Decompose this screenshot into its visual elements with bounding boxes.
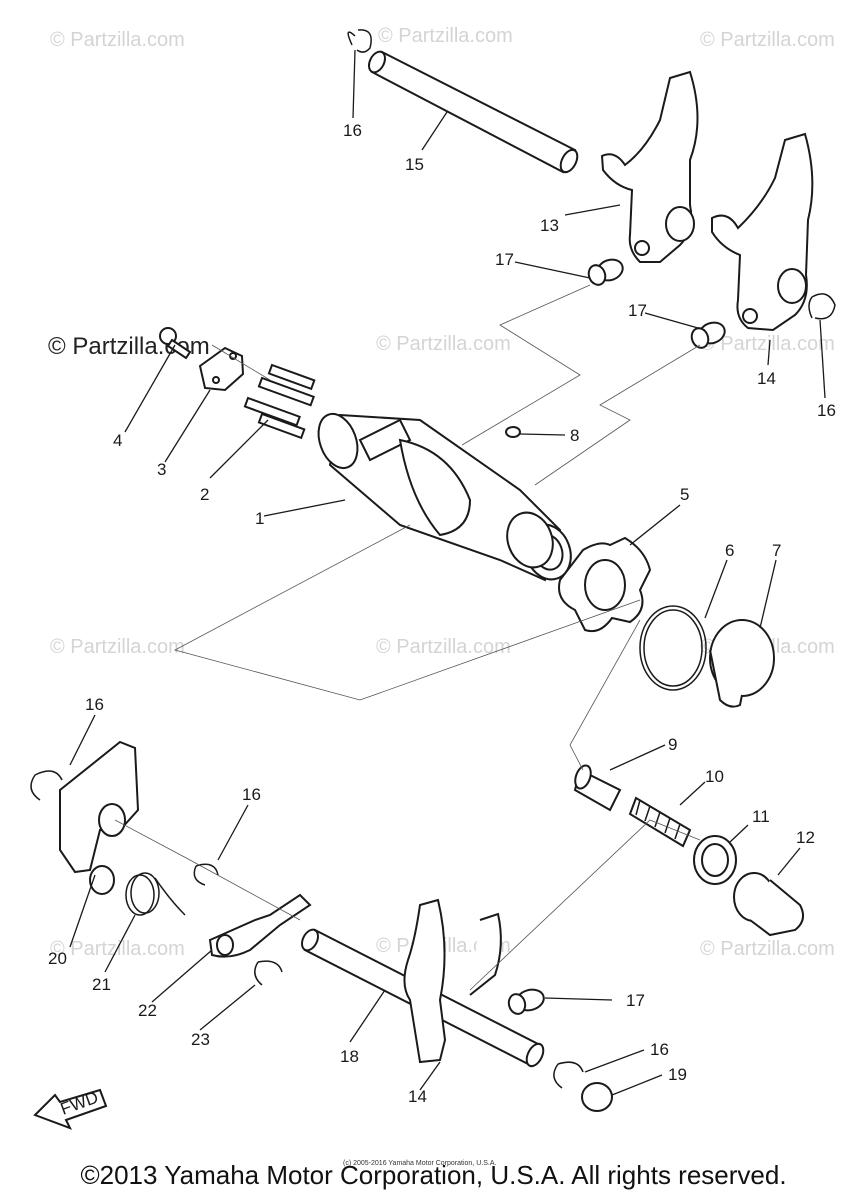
callout-labels: 1 2 3 4 5 6 7 8 9 10 11 12 13 14 14 15 1… [48,121,836,1106]
callout-7: 7 [772,541,781,560]
spring-10 [628,796,692,848]
callout-17: 17 [628,301,647,320]
spring-21 [125,872,186,916]
callout-20: 20 [48,949,67,968]
callout-15: 15 [405,155,424,174]
callout-16: 16 [242,785,261,804]
watermark: © Partzilla.com [50,29,185,51]
callout-14: 14 [757,369,776,388]
cap-7 [709,619,775,708]
plate-22 [208,893,312,958]
callout-14: 14 [408,1087,427,1106]
callout-16: 16 [343,121,362,140]
watermark: © Partzilla.com [376,333,511,355]
circlip [30,770,63,801]
circlip [347,29,372,53]
callout-10: 10 [705,767,724,786]
callout-22: 22 [138,1001,157,1020]
callout-19: 19 [668,1065,687,1084]
circlip [553,1061,584,1089]
circlip [808,293,836,320]
callout-23: 23 [191,1030,210,1049]
watermark: © Partzilla.com [700,938,835,960]
assembly-lines [114,284,701,991]
pins-2 [243,363,316,440]
stopper-9 [573,764,622,812]
callout-12: 12 [796,828,815,847]
circlip-6 [639,605,707,691]
guide-pin-17 [507,988,545,1015]
shift-fork-14 [711,132,814,332]
washer-11 [693,835,737,885]
callout-1: 1 [255,509,264,528]
shift-lever-20 [59,740,140,895]
screw-4 [159,327,192,360]
callout-16: 16 [817,401,836,420]
guide-pin-17 [690,321,726,349]
callout-6: 6 [725,541,734,560]
shift-fork-shaft-top [368,50,579,174]
circlip [193,863,219,886]
watermark: © Partzilla.com [700,333,835,355]
callout-13: 13 [540,216,559,235]
watermark: © Partzilla.com [378,25,513,47]
watermark: © Partzilla.com [700,29,835,51]
footer-copyright: ©2013 Yamaha Motor Corporation, U.S.A. A… [80,1160,787,1190]
shift-cam-1 [317,412,572,582]
callout-2: 2 [200,485,209,504]
callout-9: 9 [668,735,677,754]
cap-19 [581,1082,613,1112]
watermark: © Partzilla.com [376,636,511,658]
callout-18: 18 [340,1047,359,1066]
bolt-12 [733,872,805,937]
callout-4: 4 [113,431,122,450]
callout-5: 5 [680,485,689,504]
callout-3: 3 [157,460,166,479]
segment-plate-3 [198,346,245,392]
pin-8 [505,426,521,438]
callout-16: 16 [650,1040,669,1059]
shift-fork-14-lower [403,898,502,1064]
guide-pin-17 [587,258,624,286]
callout-16: 16 [85,695,104,714]
callout-21: 21 [92,975,111,994]
small-copyright: (c) 2005-2016 Yamaha Motor Corporation, … [343,1160,496,1167]
callout-17: 17 [495,250,514,269]
callout-11: 11 [752,807,770,826]
shift-fork-13 [600,70,699,263]
watermark: © Partzilla.com [50,636,185,658]
circlip-23 [254,960,283,986]
stopper-plate-hole [584,559,626,611]
leader-lines [69,49,826,1096]
fwd-arrow: FWD [33,1088,108,1130]
callout-8: 8 [570,426,579,445]
plate-hole [216,934,234,956]
callout-17: 17 [626,991,645,1010]
